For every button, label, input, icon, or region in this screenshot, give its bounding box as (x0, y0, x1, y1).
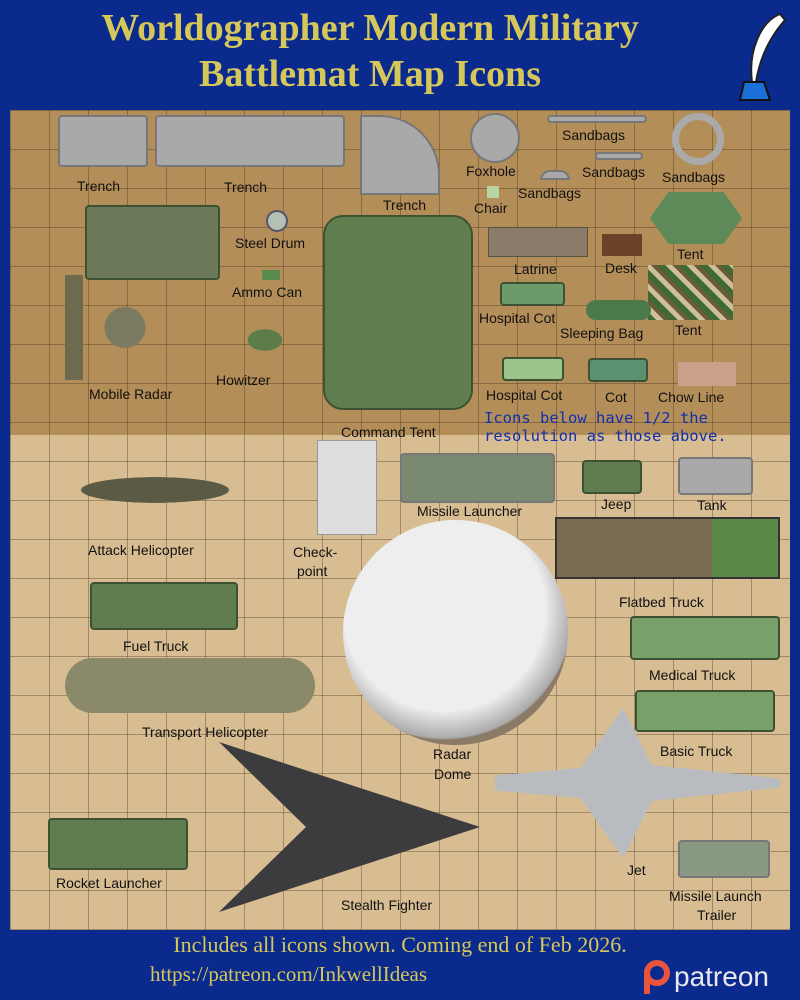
steel-drum-icon (266, 210, 288, 232)
label-stealth-fighter: Stealth Fighter (341, 897, 433, 913)
sleeping-bag-icon (586, 300, 651, 320)
foxhole-icon (470, 113, 520, 163)
command-tent-icon (323, 215, 473, 410)
radar-dome-icon (343, 520, 568, 745)
jeep-icon (582, 460, 642, 494)
label-howitzer: Howitzer (216, 372, 271, 388)
label-sleeping-bag: Sleeping Bag (560, 325, 644, 341)
sandbags-icon (547, 115, 647, 123)
patreon-icon (644, 960, 670, 994)
missile-launch-trailer-icon (678, 840, 770, 878)
footer-announcement: Includes all icons shown. Coming end of … (173, 932, 627, 957)
label-tent-1: Tent (677, 246, 704, 262)
label-chair: Chair (474, 200, 508, 216)
label-missile-launcher: Missile Launcher (417, 503, 523, 519)
quill-inkwell-icon (738, 12, 787, 101)
flatbed-truck-icon (555, 517, 780, 579)
label-rocket-launcher: Rocket Launcher (56, 875, 162, 891)
label-mobile-radar: Mobile Radar (89, 386, 173, 402)
label-trench-1: Trench (77, 178, 121, 194)
basic-truck-icon (635, 690, 775, 732)
label-transport-helicopter: Transport Helicopter (142, 724, 269, 740)
hospital-cot-icon (500, 282, 565, 306)
title-line-2: Battlemat Map Icons (199, 53, 541, 95)
tank-icon (678, 457, 753, 495)
cot-icon (588, 358, 648, 382)
crate-icon (85, 205, 220, 280)
patreon-wordmark: patreon (674, 961, 769, 992)
battlemat-map (10, 110, 790, 930)
label-steel-drum: Steel Drum (235, 235, 306, 251)
label-jeep: Jeep (601, 496, 632, 512)
sandbags-icon (595, 152, 643, 160)
label-sandbags-1: Sandbags (562, 127, 626, 143)
label-desk: Desk (605, 260, 637, 276)
label-checkpoint-2: point (297, 563, 328, 579)
missile-launcher-icon (400, 453, 555, 503)
chow-line-icon (678, 362, 736, 386)
label-hospital-cot-1: Hospital Cot (479, 310, 556, 326)
label-missile-launch-1: Missile Launch (669, 888, 762, 904)
checkpoint-icon (317, 440, 377, 535)
latrine-icon (488, 227, 588, 257)
tent-icon (650, 192, 742, 244)
label-foxhole: Foxhole (466, 163, 516, 179)
sandbags-icon (540, 170, 570, 180)
label-radar: Radar (433, 746, 472, 762)
label-jet: Jet (627, 862, 646, 878)
sandbags-ring-icon (672, 113, 724, 165)
howitzer-icon (225, 315, 305, 365)
label-hospital-cot-2: Hospital Cot (486, 387, 563, 403)
label-attack-helicopter: Attack Helicopter (88, 542, 194, 558)
rocket-launcher-icon (48, 818, 188, 870)
desk-icon (602, 234, 642, 256)
trench-icon (58, 115, 148, 167)
label-cot: Cot (605, 389, 627, 405)
resolution-note: Icons below have 1/2 the resolution as t… (484, 409, 727, 445)
label-tent-2: Tent (675, 322, 702, 338)
label-trench-2: Trench (224, 179, 268, 195)
transport-helicopter-icon (65, 658, 315, 713)
label-missile-launch-2: Trailer (697, 907, 737, 923)
label-tank: Tank (697, 497, 727, 513)
attack-helicopter-icon (40, 470, 270, 510)
chair-icon (487, 186, 499, 198)
label-medical-truck: Medical Truck (649, 667, 736, 683)
label-command-tent: Command Tent (341, 424, 436, 440)
label-basic-truck: Basic Truck (660, 743, 733, 759)
title-line-1: Worldographer Modern Military (101, 7, 639, 49)
trench-icon (155, 115, 345, 167)
label-checkpoint-1: Check- (293, 544, 338, 560)
label-ammo-can: Ammo Can (232, 284, 303, 300)
camo-tent-icon (648, 265, 733, 320)
label-fuel-truck: Fuel Truck (123, 638, 189, 654)
label-chow-line: Chow Line (658, 389, 725, 405)
label-latrine: Latrine (514, 261, 557, 277)
fuel-truck-icon (90, 582, 238, 630)
patreon-logo[interactable]: patreon (640, 960, 769, 994)
label-dome: Dome (434, 766, 472, 782)
hospital-cot-icon (502, 357, 564, 381)
label-flatbed-truck: Flatbed Truck (619, 594, 704, 610)
mobile-radar-icon (65, 275, 185, 380)
label-sandbags-2: Sandbags (582, 164, 646, 180)
note-line-2: resolution as those above. (484, 427, 727, 445)
label-sandbags-3: Sandbags (662, 169, 726, 185)
label-trench-3: Trench (383, 197, 427, 213)
note-line-1: Icons below have 1/2 the (484, 409, 708, 427)
label-sandbags-4: Sandbags (518, 185, 582, 201)
medical-truck-icon (630, 616, 780, 660)
ammo-can-icon (262, 270, 280, 280)
patreon-url-link[interactable]: https://patreon.com/InkwellIdeas (150, 962, 428, 986)
